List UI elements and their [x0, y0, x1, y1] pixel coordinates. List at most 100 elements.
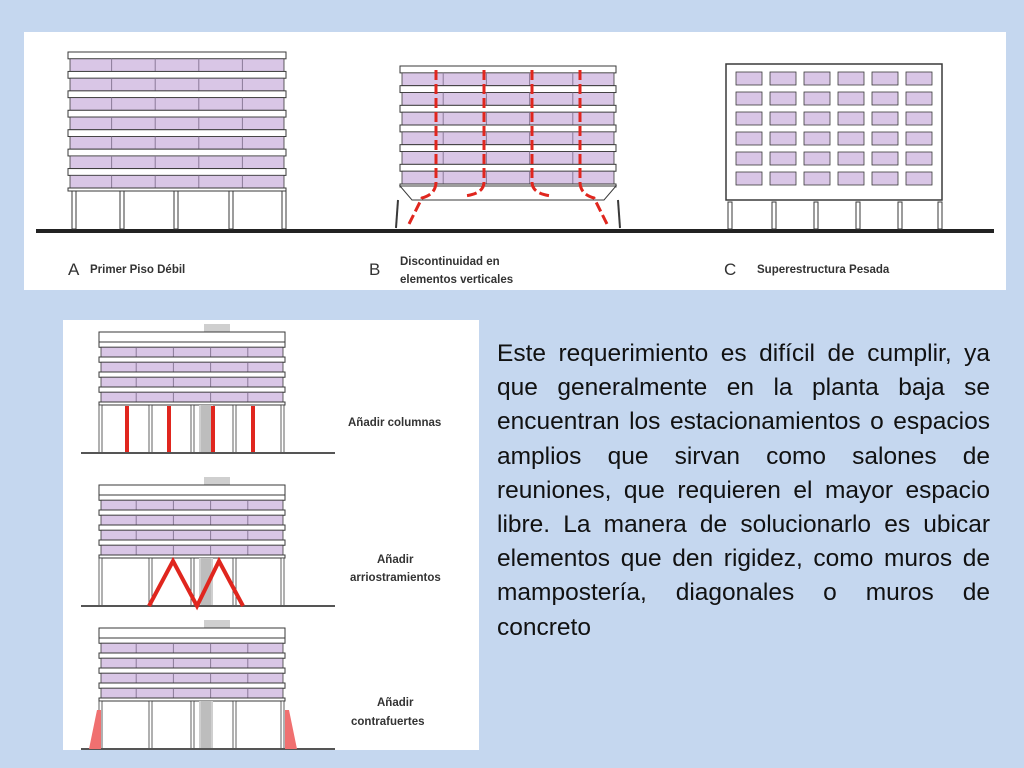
building-b-slab — [399, 163, 617, 172]
small-building-slab — [98, 697, 286, 702]
small-building-window-band — [100, 529, 284, 541]
added-buttress — [89, 710, 101, 749]
building-a-slab — [67, 109, 287, 118]
building-a-window-band — [69, 116, 285, 131]
building-a-column — [281, 190, 287, 230]
small-building-slab — [98, 509, 286, 516]
building-c-window — [769, 71, 797, 86]
body-text: Este requerimiento es difícil de cumplir… — [497, 340, 990, 641]
building-b-window-band — [401, 92, 615, 106]
core-wall — [201, 405, 211, 453]
building-c-window — [837, 171, 865, 186]
core-wall — [201, 558, 211, 606]
building-c-window — [769, 131, 797, 146]
small-building-roof — [98, 484, 286, 496]
small-building-slab — [98, 524, 286, 531]
building-a-slab — [67, 129, 287, 138]
building-c-window — [905, 71, 933, 86]
label-add-bracing-line1: Añadir — [377, 554, 414, 566]
small-building-column — [98, 557, 103, 607]
small-building-slab — [98, 637, 286, 644]
small-building-slab — [98, 341, 286, 348]
small-building-slab — [98, 386, 286, 393]
building-a-column — [119, 190, 125, 230]
small-building-column — [190, 700, 195, 750]
building-c-window — [803, 111, 831, 126]
building-c-window — [871, 111, 899, 126]
building-c-window — [803, 71, 831, 86]
building-c-window — [803, 131, 831, 146]
small-building-column — [190, 404, 195, 454]
added-buttress — [285, 710, 297, 749]
building-c-window — [905, 131, 933, 146]
load-path-arrow — [530, 70, 553, 198]
building-c-window — [905, 91, 933, 106]
building-c-window — [735, 111, 763, 126]
building-c-window — [769, 171, 797, 186]
building-b-window-band — [401, 170, 615, 185]
building-a-slab — [67, 51, 287, 60]
label-add-bracing-line2: arriostramientos — [350, 572, 441, 584]
building-b-slab — [399, 65, 617, 74]
added-bracing — [147, 556, 245, 611]
building-b-column — [395, 199, 399, 229]
building-c-column — [937, 201, 943, 230]
small-building-column — [232, 700, 237, 750]
small-building-column — [280, 557, 285, 607]
building-c-window — [769, 91, 797, 106]
core-top — [204, 324, 230, 332]
caption-c-letter: C — [724, 260, 736, 279]
building-c-window — [871, 71, 899, 86]
building-a-window-band — [69, 58, 285, 72]
building-a-window-band — [69, 77, 285, 92]
building-b-window-band — [401, 131, 615, 146]
top-diagram: A Primer Piso Débil B Discontinuidad en … — [36, 51, 994, 286]
building-c-window — [871, 171, 899, 186]
building-a-window-band — [69, 97, 285, 111]
building-a-window-band — [69, 136, 285, 150]
small-building-window-band — [100, 642, 284, 654]
load-path-arrow — [578, 70, 610, 227]
small-building-column — [232, 557, 237, 607]
building-c-column — [897, 201, 903, 230]
caption-b-letter: B — [369, 260, 380, 279]
building-c-window — [837, 71, 865, 86]
building-c-window — [769, 151, 797, 166]
building-a-window-band — [69, 155, 285, 169]
building-c-window — [871, 131, 899, 146]
building-c-window — [769, 111, 797, 126]
caption-c-label: Superestructura Pesada — [757, 264, 890, 276]
building-c-window — [871, 151, 899, 166]
small-building-slab — [98, 652, 286, 659]
building-a-slab — [67, 90, 287, 99]
building-b-slab — [399, 104, 617, 113]
small-building-window-band — [100, 514, 284, 526]
building-c-window — [905, 151, 933, 166]
building-c-window — [837, 91, 865, 106]
building-c-column — [855, 201, 861, 230]
building-c-window — [905, 171, 933, 186]
small-building-column — [232, 404, 237, 454]
small-building-window-band — [100, 499, 284, 511]
building-c-window — [735, 91, 763, 106]
small-building-window-band — [100, 391, 284, 403]
caption-a-label: Primer Piso Débil — [90, 264, 185, 276]
small-building-slab — [98, 554, 286, 559]
building-c-window — [837, 111, 865, 126]
building-c-window — [803, 151, 831, 166]
building-b-window-band — [401, 151, 615, 165]
building-c-column — [771, 201, 777, 230]
building-c-window — [837, 131, 865, 146]
building-c-column — [727, 201, 733, 230]
small-building-column — [148, 404, 153, 454]
small-building-slab — [98, 401, 286, 406]
small-building-slab — [98, 539, 286, 546]
building-a-slab — [67, 70, 287, 79]
small-building-window-band — [100, 672, 284, 684]
small-building-slab — [98, 371, 286, 378]
building-c-window — [837, 151, 865, 166]
small-building-column — [98, 404, 103, 454]
caption-a-letter: A — [68, 260, 80, 279]
caption-b-label-line2: elementos verticales — [400, 274, 513, 286]
building-a-slab — [67, 148, 287, 157]
